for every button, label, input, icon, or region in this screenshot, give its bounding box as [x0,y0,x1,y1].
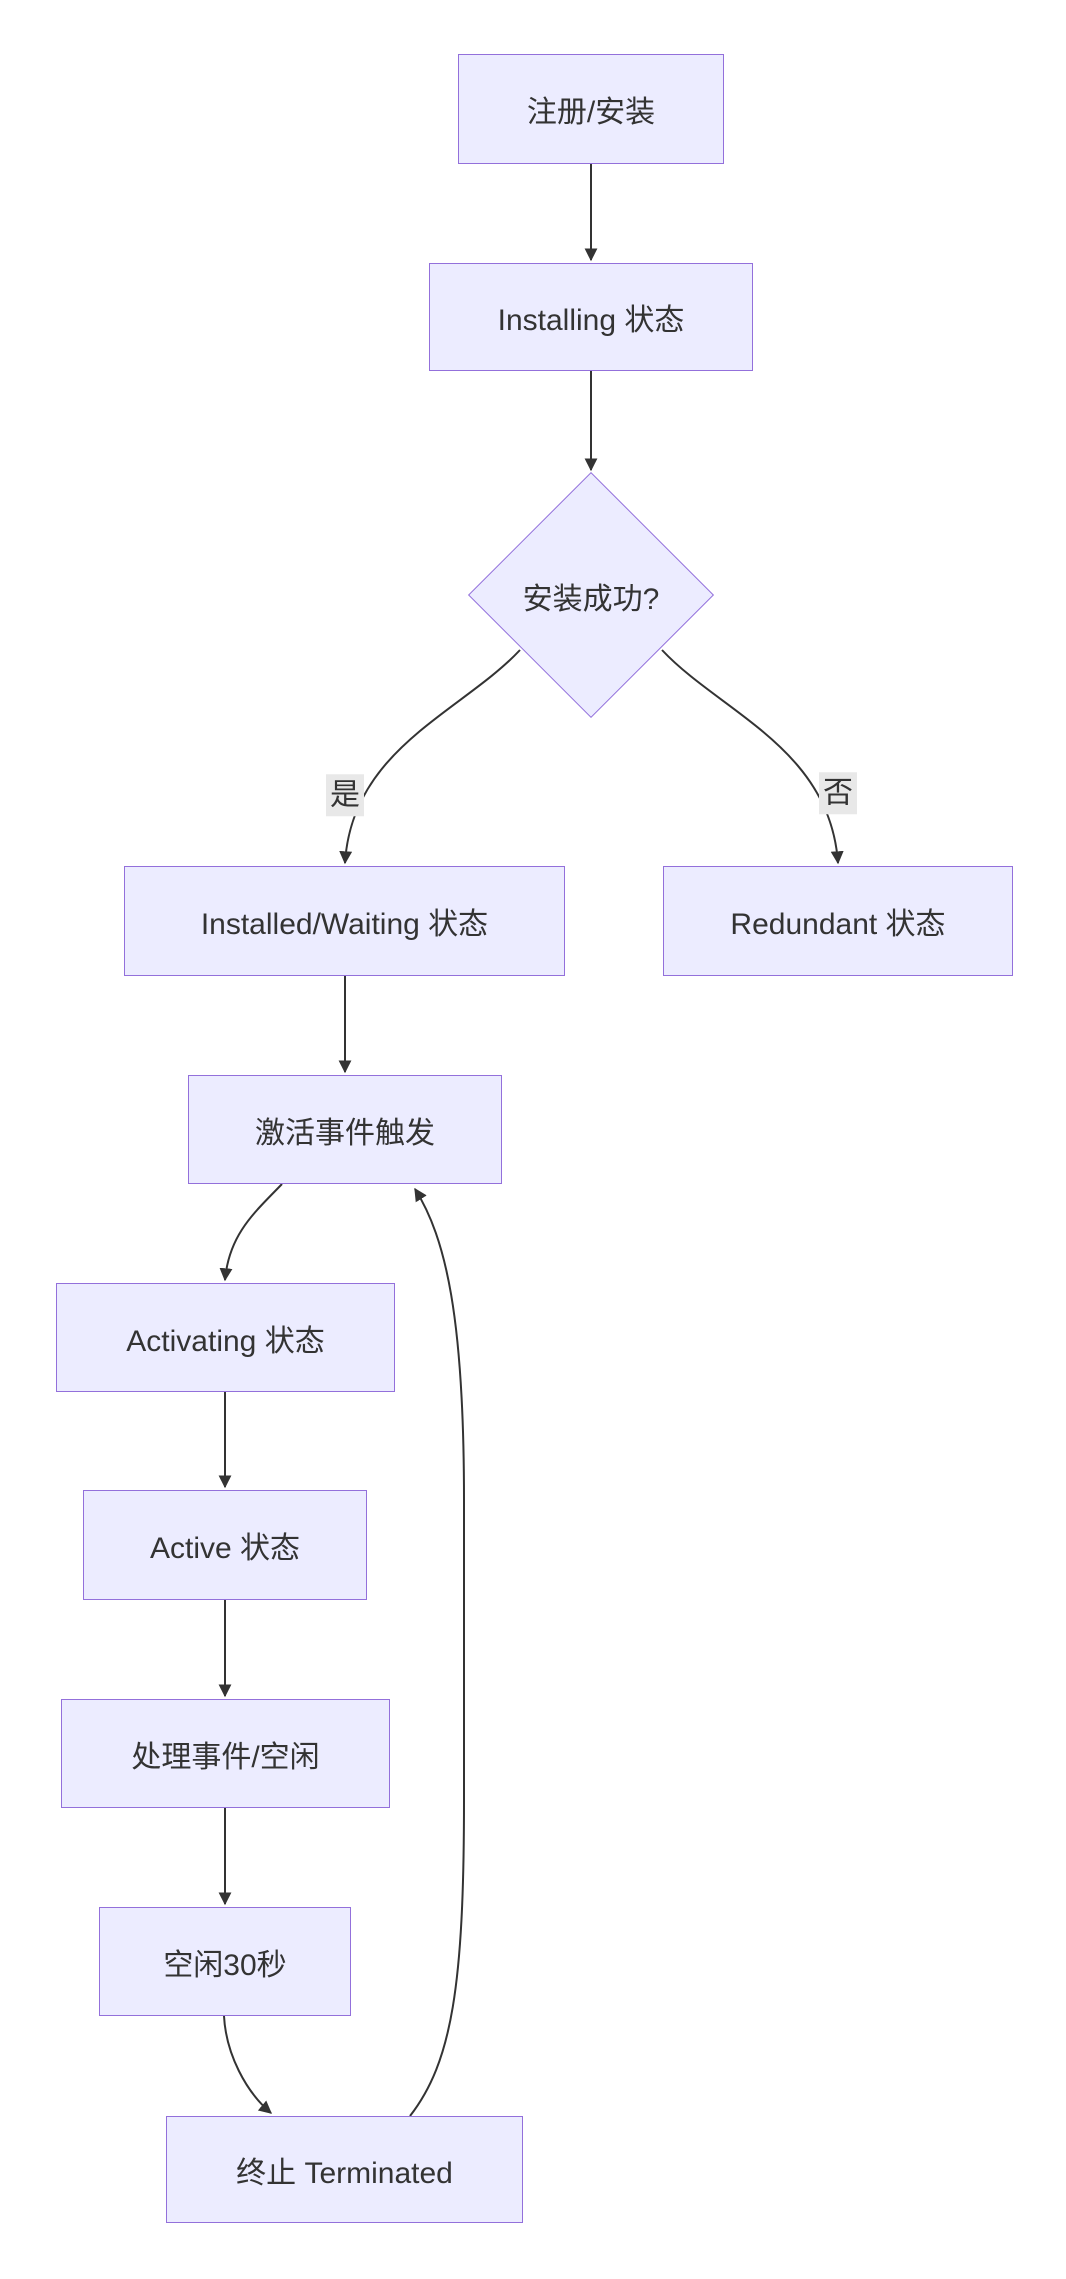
node-handle-event-idle: 处理事件/空闲 [61,1699,390,1808]
node-idle-30s: 空闲30秒 [99,1907,351,2016]
node-handle-event-idle-label: 处理事件/空闲 [131,1740,320,1774]
edge-label-yes: 是 [326,774,364,816]
node-terminated: 终止 Terminated [166,2116,523,2223]
edge-terminated-to-activation-event [409,1187,465,2117]
node-register-install: 注册/安装 [458,54,724,164]
edge-install-success-to-redundant [661,649,844,865]
node-installing-state-label: Installing 状态 [497,304,685,337]
node-active-state-label: Active 状态 [149,1532,301,1565]
node-redundant-state-label: Redundant 状态 [730,908,946,941]
node-installed-waiting-state-label: Installed/Waiting 状态 [200,908,489,941]
edge-activation-event-to-activating [219,1183,283,1282]
node-installing-state: Installing 状态 [429,263,753,371]
edge-idle-30s-to-terminated [223,2015,272,2114]
edge-install-success-to-installed-waiting [339,649,521,865]
node-idle-30s-label: 空闲30秒 [163,1948,287,1982]
node-install-success-decision-label: 安装成功? [522,583,660,616]
node-activating-state: Activating 状态 [56,1283,395,1392]
node-terminated-label: 终止 Terminated [236,2156,453,2190]
node-installed-waiting-state: Installed/Waiting 状态 [124,866,565,976]
node-redundant-state: Redundant 状态 [663,866,1013,976]
node-activation-event-trigger: 激活事件触发 [188,1075,502,1184]
node-activation-event-trigger-label: 激活事件触发 [255,1116,435,1150]
node-active-state: Active 状态 [83,1490,367,1600]
node-activating-state-label: Activating 状态 [126,1324,325,1358]
edge-label-no: 否 [819,772,857,814]
node-register-install-label: 注册/安装 [526,96,656,129]
